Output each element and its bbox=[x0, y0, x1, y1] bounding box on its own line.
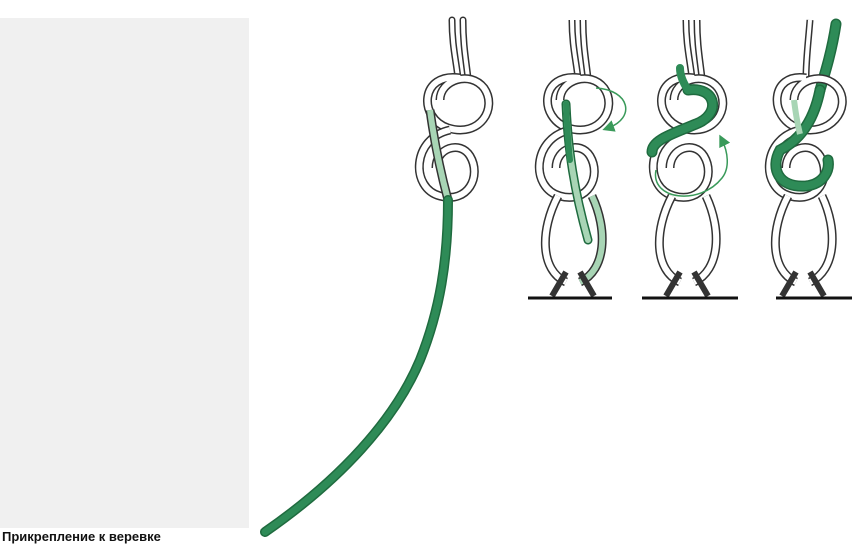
knot-step-4 bbox=[764, 18, 852, 300]
knot-step-1 bbox=[260, 16, 494, 537]
figure-caption: Прикрепление к веревке bbox=[2, 529, 161, 544]
knot-step-2 bbox=[528, 19, 627, 300]
knot-step-3 bbox=[642, 19, 738, 300]
left-panel bbox=[0, 18, 249, 528]
